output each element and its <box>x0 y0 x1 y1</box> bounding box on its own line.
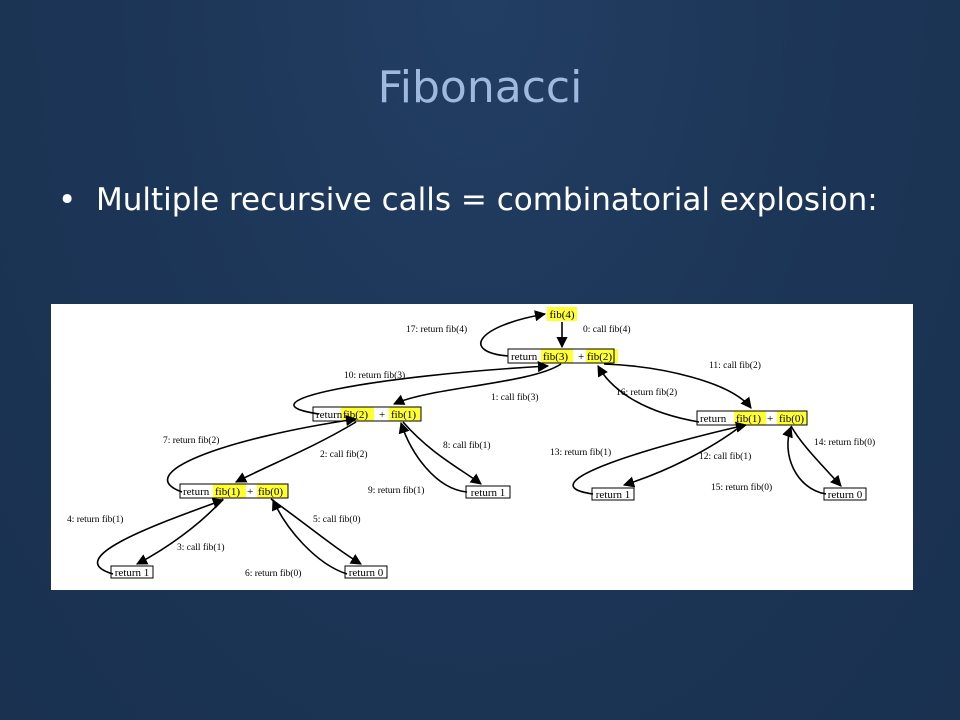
step-label: 4: return fib(1) <box>67 514 123 525</box>
step-label: 1: call fib(3) <box>491 392 538 403</box>
step-label: 16: return fib(2) <box>616 387 677 398</box>
bullet-text: Multiple recursive calls = combinatorial… <box>96 182 878 218</box>
node-return-word: return <box>183 486 210 498</box>
leaf-return-1: return 1 <box>115 567 150 579</box>
node-root: fib(4) <box>549 309 574 321</box>
step-label: 5: call fib(0) <box>313 514 360 525</box>
step-labels: 0: call fib(4) 17: return fib(4) 10: ret… <box>67 324 875 579</box>
step-label: 15: return fib(0) <box>711 482 772 493</box>
call-arrows <box>96 310 842 575</box>
node-boxes <box>110 348 867 579</box>
node-call-right: fib(0) <box>258 486 283 498</box>
step-label: 11: call fib(2) <box>709 360 761 371</box>
highlights <box>213 307 807 498</box>
step-label: 6: return fib(0) <box>245 568 301 579</box>
node-fib2-right-body: return fib(1) + fib(0) <box>700 413 804 425</box>
step-label: 14: return fib(0) <box>814 437 875 448</box>
node-return-word: return <box>700 413 727 425</box>
node-fib4-body: return fib(3) + fib(2) <box>511 351 612 363</box>
node-call-left: fib(1) <box>215 486 240 498</box>
node-plus: + <box>379 409 385 421</box>
step-label: 0: call fib(4) <box>583 324 630 335</box>
node-return-word: return <box>316 409 343 421</box>
step-label: 9: return fib(1) <box>368 485 424 496</box>
leaf-return-1: return 1 <box>596 489 631 501</box>
node-call-left: fib(1) <box>736 413 761 425</box>
recursion-tree-diagram: fib(4) return fib(3) + fib(2) return fib… <box>51 304 913 590</box>
node-fib3-body: return fib(2) + fib(1) <box>316 409 416 421</box>
node-call-right: fib(1) <box>391 409 416 421</box>
step-label: 17: return fib(4) <box>406 324 467 335</box>
node-plus: + <box>247 486 253 498</box>
step-label: 12: call fib(1) <box>699 451 751 462</box>
node-fib2-left-body: return fib(1) + fib(0) <box>183 486 283 498</box>
leaf-return-0: return 0 <box>828 489 863 501</box>
node-call-left: fib(3) <box>543 351 568 363</box>
step-label: 7: return fib(2) <box>163 435 219 446</box>
leaf-return-1: return 1 <box>471 487 506 499</box>
step-label: 8: call fib(1) <box>443 440 490 451</box>
node-call-right: fib(2) <box>587 351 612 363</box>
step-label: 2: call fib(2) <box>320 449 367 460</box>
slide-title: Fibonacci <box>377 62 583 113</box>
node-call-right: fib(0) <box>779 413 804 425</box>
step-label: 10: return fib(3) <box>344 370 405 381</box>
bullet-marker: • <box>58 182 77 218</box>
leaf-return-0: return 0 <box>349 567 384 579</box>
node-plus: + <box>578 351 584 363</box>
step-label: 13: return fib(1) <box>550 447 611 458</box>
node-plus: + <box>767 413 773 425</box>
node-return-word: return <box>511 351 538 363</box>
step-label: 3: call fib(1) <box>177 542 224 553</box>
